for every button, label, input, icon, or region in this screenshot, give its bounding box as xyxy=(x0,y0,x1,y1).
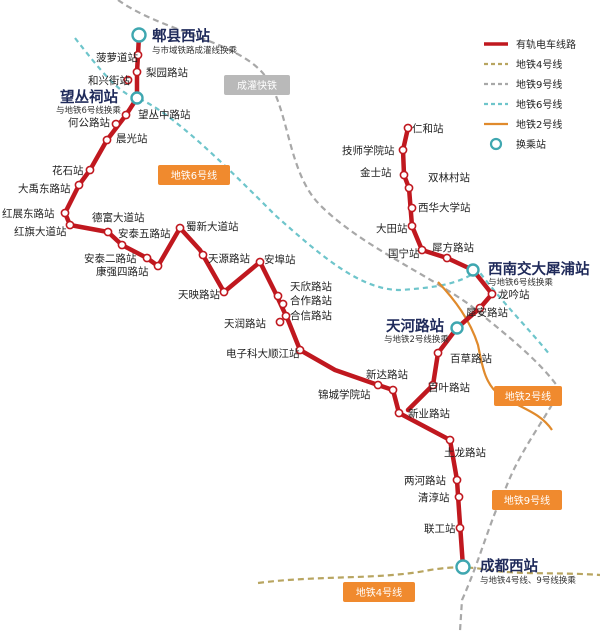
station-xihua-daxue: 西华大学站 xyxy=(418,201,471,214)
station-longyin: 龙吟站 xyxy=(498,288,530,301)
transfer-note-xnjd-xipu: 与地铁6号线换乘 xyxy=(488,277,553,288)
legend-label-tram: 有轨电车线路 xyxy=(516,38,576,51)
transfer-name-xnjd-xipu: 西南交大犀浦站 xyxy=(488,260,590,278)
station-shuxin: 蜀新大道站 xyxy=(186,220,239,233)
station-wangcong-zhong: 望丛中路站 xyxy=(138,108,191,121)
station-jishi-xueyuan: 技师学院站 xyxy=(342,144,395,157)
line4-route xyxy=(257,566,600,585)
legend: 有轨电车线路 地铁4号线 地铁9号线 地铁6号线 地铁2号线 换乘站 xyxy=(484,38,576,151)
station-guoning: 国宁站 xyxy=(388,247,420,260)
station-datian: 大田站 xyxy=(376,222,408,235)
tag-line2: 地铁2号线 xyxy=(494,386,562,406)
station-renhe: 仁和站 xyxy=(412,122,444,135)
station-tianying: 天映路站 xyxy=(178,288,220,301)
transfer-name-chengdu-xi: 成都西站 xyxy=(480,557,538,575)
svg-text:地铁9号线: 地铁9号线 xyxy=(504,494,550,507)
transfer-note-chengdu-xi: 与地铁4号线、9号线换乘 xyxy=(480,575,576,586)
station-kangqiang-si: 康强四路站 xyxy=(96,265,149,278)
station-hexingjie: 和兴街站 xyxy=(88,74,130,87)
line2-route xyxy=(437,281,553,431)
station-shuanglin: 双林村站 xyxy=(428,171,470,184)
station-tianyuan: 天源路站 xyxy=(208,252,250,265)
transfer-circles xyxy=(130,27,480,575)
line6-route xyxy=(74,37,551,356)
station-tianrun: 天润路站 xyxy=(224,317,266,330)
station-dzkj-dashunjiang: 电子科大顺江站 xyxy=(226,347,300,360)
station-hongqi: 红旗大道站 xyxy=(14,225,67,238)
legend-label-line9: 地铁9号线 xyxy=(516,78,562,91)
transfer-note-tianhe: 与地铁2号线换乘 xyxy=(384,334,449,345)
station-antai-er: 安泰二路站 xyxy=(84,252,137,265)
station-boluodao: 菠萝道站 xyxy=(96,51,138,64)
station-dayu-dong: 大禹东路站 xyxy=(18,182,71,195)
station-huashi: 花石站 xyxy=(52,164,84,177)
station-hegong: 何公路站 xyxy=(68,116,110,129)
legend-label-line4: 地铁4号线 xyxy=(516,58,562,71)
transfer-note-pixian-xi: 与市域铁路成灌线换乘 xyxy=(152,45,238,56)
transfer-name-wangcongci: 望丛祠站 xyxy=(60,88,118,106)
station-hongzhan-dong: 红展东路站 xyxy=(2,207,55,220)
transfer-note-wangcongci: 与地铁6号线换乘 xyxy=(56,105,121,116)
svg-text:地铁2号线: 地铁2号线 xyxy=(505,390,551,403)
legend-label-transfer: 换乘站 xyxy=(516,138,546,151)
station-baicao: 百草路站 xyxy=(450,352,492,365)
tag-line4: 地铁4号线 xyxy=(343,582,415,602)
tag-line9: 地铁9号线 xyxy=(492,490,562,510)
tag-chengguan: 成灌快铁 xyxy=(224,75,290,95)
legend-label-line2: 地铁2号线 xyxy=(516,118,562,131)
svg-text:地铁6号线: 地铁6号线 xyxy=(171,169,217,182)
transfer-name-tianhe: 天河路站 xyxy=(386,317,444,335)
station-liyuan: 梨园路站 xyxy=(146,66,188,79)
station-hexin: 合信路站 xyxy=(290,309,332,322)
station-xiafang: 犀方路站 xyxy=(432,241,474,254)
legend-swatch-transfer xyxy=(489,137,503,151)
station-dots xyxy=(60,50,497,533)
station-tulong: 土龙路站 xyxy=(444,446,486,459)
station-chenguang: 晨光站 xyxy=(116,132,148,145)
station-tianxin: 天欣路站 xyxy=(290,280,332,293)
station-xinye: 新业路站 xyxy=(408,407,450,420)
station-jinshi: 金士站 xyxy=(360,166,392,179)
station-qingchun: 清淳站 xyxy=(418,491,450,504)
station-anfu: 安埠站 xyxy=(264,253,296,266)
svg-text:成灌快铁: 成灌快铁 xyxy=(237,79,277,92)
transfer-name-pixian-xi: 郫县西站 xyxy=(152,27,210,45)
svg-text:地铁4号线: 地铁4号线 xyxy=(356,586,402,599)
station-jincheng-xueyuan: 锦城学院站 xyxy=(318,388,371,401)
tag-line6: 地铁6号线 xyxy=(158,165,230,185)
station-baiye: 百叶路站 xyxy=(428,381,470,394)
station-hezuo: 合作路站 xyxy=(290,294,332,307)
station-defu: 德富大道站 xyxy=(92,211,145,224)
station-xian: 犀安路站 xyxy=(466,306,508,319)
station-labels: 菠萝道站 梨园路站 和兴街站 望丛中路站 何公路站 晨光站 花石站 大禹东路站 … xyxy=(2,51,530,535)
station-xinda: 新达路站 xyxy=(366,368,408,381)
legend-label-line6: 地铁6号线 xyxy=(516,98,562,111)
station-antai-wu: 安泰五路站 xyxy=(118,227,171,240)
station-liangong: 联工站 xyxy=(424,522,456,535)
station-lianghe: 两河路站 xyxy=(404,474,446,487)
